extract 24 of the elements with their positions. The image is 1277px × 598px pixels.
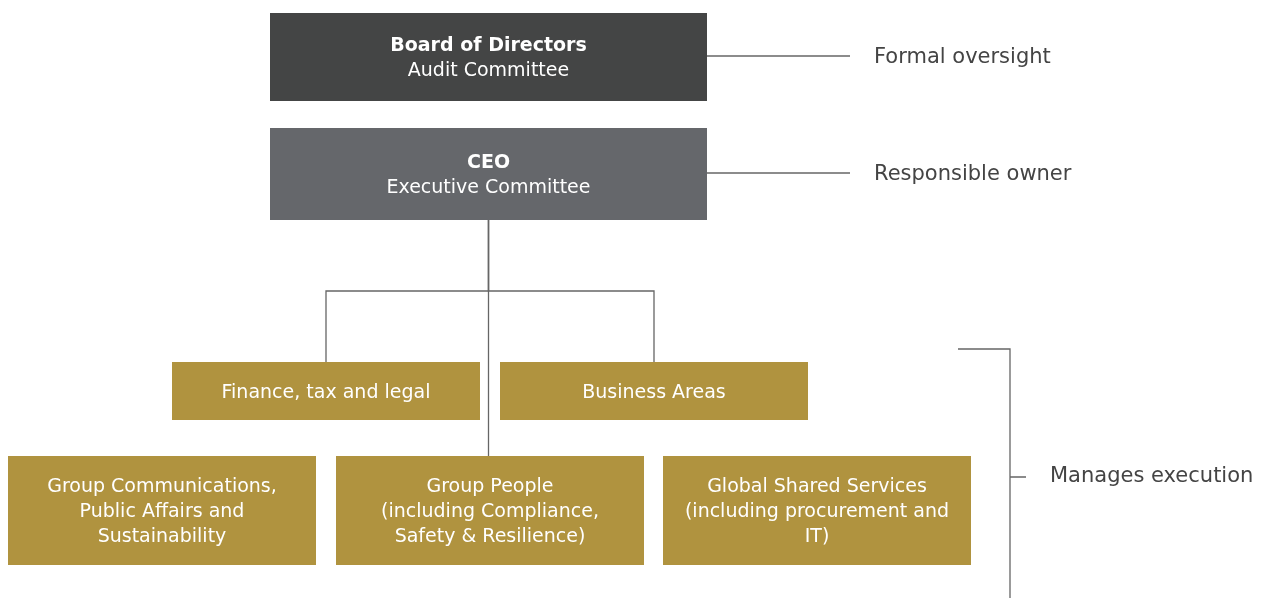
- org-box: [8, 456, 316, 565]
- org-box: [663, 456, 971, 565]
- box-title: Global Shared Services: [707, 473, 927, 498]
- box-subtitle: (including procurement and IT): [683, 498, 951, 548]
- org-box: [500, 362, 808, 420]
- box-subtitle: Executive Committee: [386, 174, 591, 199]
- box-subtitle: Audit Committee: [407, 57, 570, 82]
- org-box: [336, 456, 644, 565]
- annotation-text: Manages execution: [1050, 463, 1254, 487]
- annotation-text: Formal oversight: [874, 43, 1051, 69]
- org-box: [270, 13, 707, 101]
- connector-line: [706, 55, 851, 57]
- org-box: [270, 128, 707, 220]
- org-box: [172, 362, 480, 420]
- connector-line: [706, 172, 851, 174]
- box-title: Group People: [426, 473, 554, 498]
- box-subtitle: (including Compliance, Safety & Resilience): [380, 498, 600, 548]
- box-title: Finance, tax and legal: [221, 378, 431, 404]
- box-title: Business Areas: [582, 378, 726, 404]
- box-title: CEO: [466, 149, 511, 174]
- box-title: Board of Directors: [390, 32, 587, 57]
- box-title: Group Communications, Public Affairs and Sustainability: [46, 473, 278, 548]
- connector-line: [487, 219, 655, 363]
- annotation-text: Responsible owner: [874, 160, 1072, 186]
